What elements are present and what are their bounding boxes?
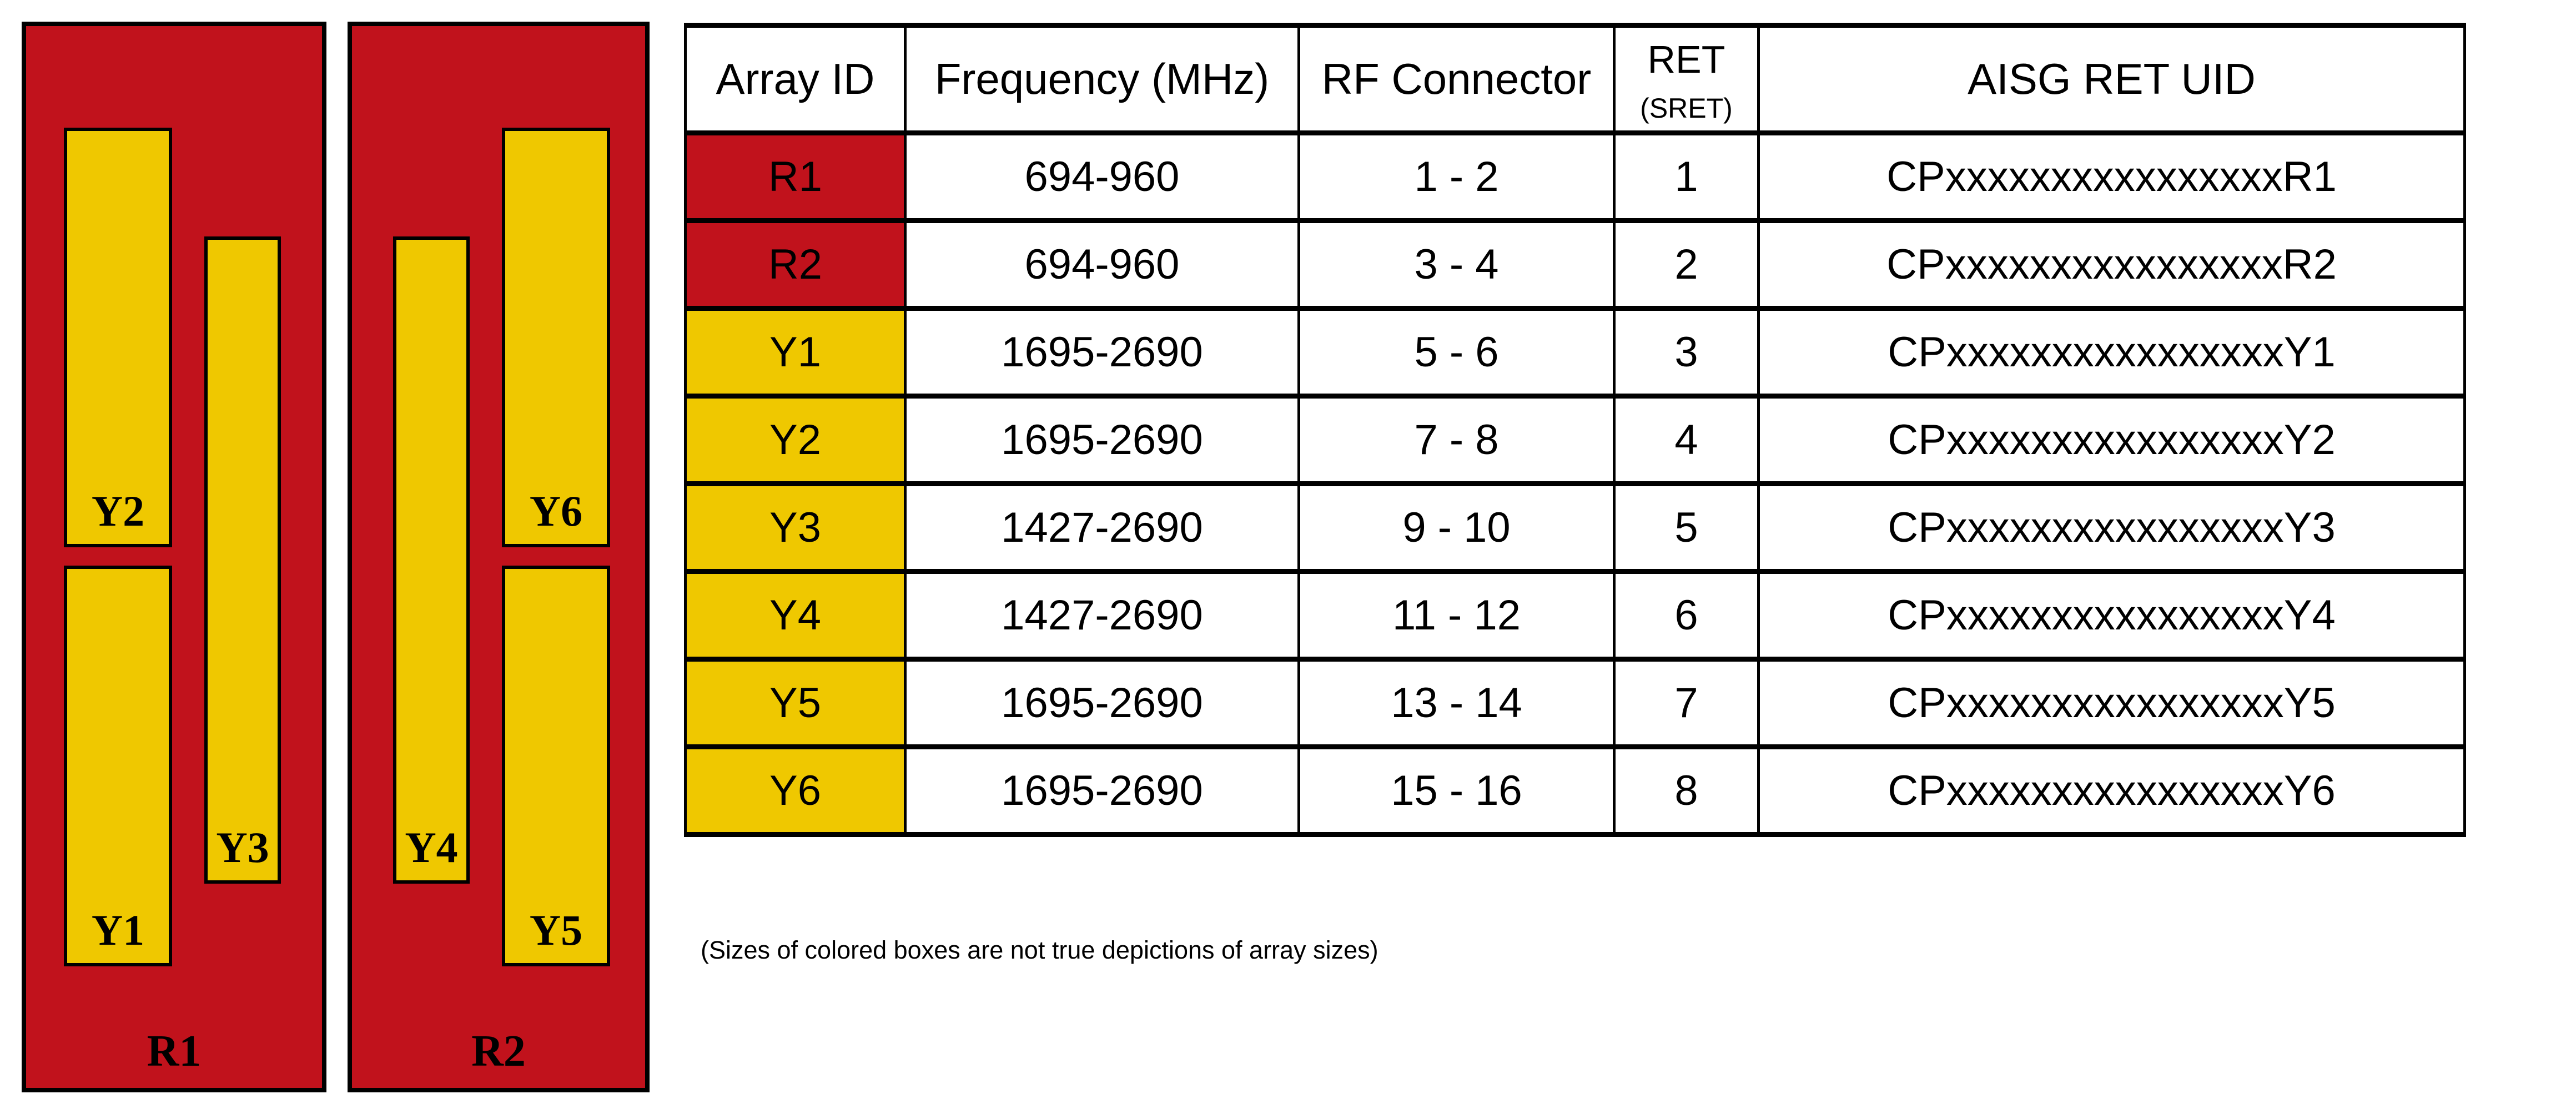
table-row-y4: Y4 1427-2690 11 - 12 6 CPxxxxxxxxxxxxxxx… xyxy=(684,569,2466,662)
header-ret: RET (SRET) xyxy=(1613,23,1760,135)
aisg-uid-cell: CPxxxxxxxxxxxxxxxxR2 xyxy=(1757,218,2466,311)
aisg-uid-cell: CPxxxxxxxxxxxxxxxxY1 xyxy=(1757,306,2466,399)
ret-cell: 4 xyxy=(1613,394,1760,486)
table-row-r1: R1 694-960 1 - 2 1 CPxxxxxxxxxxxxxxxxR1 xyxy=(684,130,2466,223)
ret-cell: 1 xyxy=(1613,130,1760,223)
rf-connector-cell: 9 - 10 xyxy=(1297,481,1616,574)
frequency-cell: 1427-2690 xyxy=(904,481,1300,574)
array-id-cell: Y2 xyxy=(684,394,907,486)
frequency-cell: 1427-2690 xyxy=(904,569,1300,662)
table-row-y5: Y5 1695-2690 13 - 14 7 CPxxxxxxxxxxxxxxx… xyxy=(684,657,2466,749)
aisg-uid-cell: CPxxxxxxxxxxxxxxxxY6 xyxy=(1757,744,2466,837)
array-box-label-y3: Y3 xyxy=(216,823,269,871)
array-id-cell: R1 xyxy=(684,130,907,223)
array-id-cell: R2 xyxy=(684,218,907,311)
table-row-y1: Y1 1695-2690 5 - 6 3 CPxxxxxxxxxxxxxxxxY… xyxy=(684,306,2466,399)
header-rf-connector: RF Connector xyxy=(1297,23,1616,135)
panel-label-r2: R2 xyxy=(471,1027,526,1076)
ret-cell: 8 xyxy=(1613,744,1760,837)
rf-connector-cell: 3 - 4 xyxy=(1297,218,1616,311)
array-box-y6: Y6 xyxy=(502,128,610,547)
antenna-panel-r1: Y2 Y1 Y3 R1 xyxy=(22,22,326,1092)
table-row-r2: R2 694-960 3 - 4 2 CPxxxxxxxxxxxxxxxxR2 xyxy=(684,218,2466,311)
array-box-y5: Y5 xyxy=(502,566,610,966)
rf-connector-cell: 11 - 12 xyxy=(1297,569,1616,662)
frequency-cell: 1695-2690 xyxy=(904,394,1300,486)
array-spec-table: Array ID Frequency (MHz) RF Connector RE… xyxy=(684,23,2466,837)
frequency-cell: 694-960 xyxy=(904,130,1300,223)
array-id-cell: Y1 xyxy=(684,306,907,399)
array-box-label-y5: Y5 xyxy=(529,906,583,954)
ret-cell: 5 xyxy=(1613,481,1760,574)
ret-cell: 6 xyxy=(1613,569,1760,662)
array-box-label-y1: Y1 xyxy=(91,906,145,954)
header-array-id: Array ID xyxy=(684,23,907,135)
frequency-cell: 694-960 xyxy=(904,218,1300,311)
ret-cell: 7 xyxy=(1613,657,1760,749)
panel-label-r1: R1 xyxy=(147,1027,202,1076)
table-header-row: Array ID Frequency (MHz) RF Connector RE… xyxy=(684,23,2466,135)
aisg-uid-cell: CPxxxxxxxxxxxxxxxxY2 xyxy=(1757,394,2466,486)
note-text: (Sizes of colored boxes are not true dep… xyxy=(701,936,1378,964)
frequency-cell: 1695-2690 xyxy=(904,657,1300,749)
header-aisg-ret-uid: AISG RET UID xyxy=(1757,23,2466,135)
rf-connector-cell: 1 - 2 xyxy=(1297,130,1616,223)
array-id-cell: Y6 xyxy=(684,744,907,837)
header-ret-main: RET xyxy=(1647,37,1725,81)
ret-cell: 2 xyxy=(1613,218,1760,311)
table-row-y6: Y6 1695-2690 15 - 16 8 CPxxxxxxxxxxxxxxx… xyxy=(684,744,2466,837)
header-ret-sub: (SRET) xyxy=(1640,92,1733,124)
array-id-cell: Y4 xyxy=(684,569,907,662)
aisg-uid-cell: CPxxxxxxxxxxxxxxxxR1 xyxy=(1757,130,2466,223)
array-box-y2: Y2 xyxy=(64,128,172,547)
frequency-cell: 1695-2690 xyxy=(904,744,1300,837)
array-box-y3: Y3 xyxy=(204,236,281,884)
array-id-cell: Y3 xyxy=(684,481,907,574)
header-frequency: Frequency (MHz) xyxy=(904,23,1300,135)
table-row-y2: Y2 1695-2690 7 - 8 4 CPxxxxxxxxxxxxxxxxY… xyxy=(684,394,2466,486)
rf-connector-cell: 15 - 16 xyxy=(1297,744,1616,837)
frequency-cell: 1695-2690 xyxy=(904,306,1300,399)
rf-connector-cell: 7 - 8 xyxy=(1297,394,1616,486)
array-box-label-y4: Y4 xyxy=(405,823,458,871)
aisg-uid-cell: CPxxxxxxxxxxxxxxxxY3 xyxy=(1757,481,2466,574)
rf-connector-cell: 5 - 6 xyxy=(1297,306,1616,399)
aisg-uid-cell: CPxxxxxxxxxxxxxxxxY4 xyxy=(1757,569,2466,662)
rf-connector-cell: 13 - 14 xyxy=(1297,657,1616,749)
aisg-uid-cell: CPxxxxxxxxxxxxxxxxY5 xyxy=(1757,657,2466,749)
array-box-y4: Y4 xyxy=(393,236,470,884)
table-row-y3: Y3 1427-2690 9 - 10 5 CPxxxxxxxxxxxxxxxx… xyxy=(684,481,2466,574)
ret-cell: 3 xyxy=(1613,306,1760,399)
array-id-cell: Y5 xyxy=(684,657,907,749)
array-box-label-y6: Y6 xyxy=(529,487,583,535)
array-box-y1: Y1 xyxy=(64,566,172,966)
array-box-label-y2: Y2 xyxy=(91,487,145,535)
antenna-panel-r2: Y4 Y6 Y5 R2 xyxy=(348,22,650,1092)
